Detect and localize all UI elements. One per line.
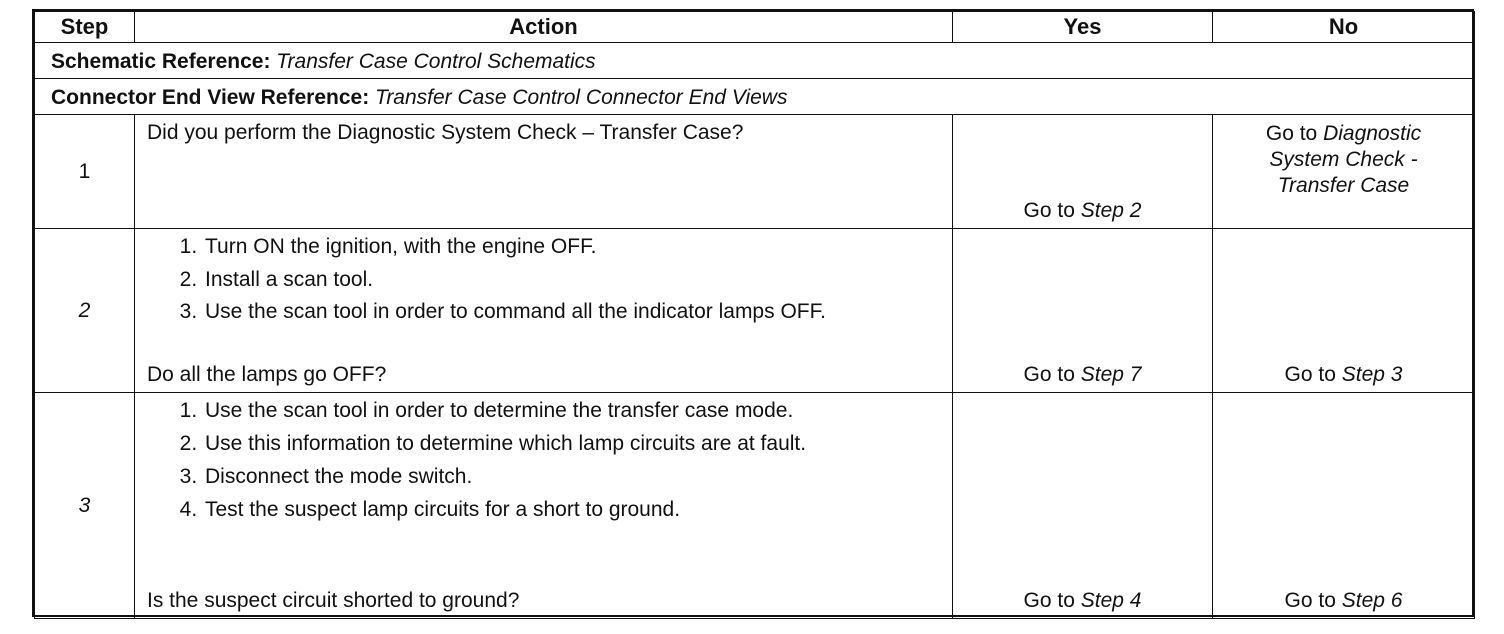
schematic-reference-label: Schematic Reference: <box>51 49 271 73</box>
list-item: Use the scan tool in order to determine … <box>203 398 942 424</box>
instruction-list: Turn ON the ignition, with the engine OF… <box>147 234 942 331</box>
no-target-link-line3[interactable]: Transfer Case <box>1277 174 1410 197</box>
step-number: 3 <box>34 392 135 619</box>
action-cell: Turn ON the ignition, with the engine OF… <box>134 228 953 393</box>
no-prefix: Go to <box>1284 589 1342 612</box>
yes-cell: Go to Step 2 <box>952 114 1213 229</box>
yes-target-link[interactable]: Step 7 <box>1080 363 1142 386</box>
yes-target-link[interactable]: Step 2 <box>1080 199 1142 222</box>
action-cell: Did you perform the Diagnostic System Ch… <box>134 114 953 229</box>
no-cell: Go to Diagnostic System Check - Transfer… <box>1212 114 1475 229</box>
schematic-reference-value: Transfer Case Control Schematics <box>276 49 596 73</box>
list-item: Turn ON the ignition, with the engine OF… <box>203 234 942 260</box>
table-row: 3 Use the scan tool in order to determin… <box>34 392 1475 619</box>
no-cell: Go to Step 3 <box>1212 228 1475 393</box>
question-text: Did you perform the Diagnostic System Ch… <box>147 121 744 144</box>
connector-reference: Connector End View Reference: Transfer C… <box>34 78 1475 115</box>
connector-reference-value: Transfer Case Control Connector End View… <box>375 85 788 109</box>
yes-prefix: Go to <box>1023 589 1081 612</box>
header-row: Step Action Yes No <box>34 11 1475 43</box>
header-step: Step <box>34 11 135 43</box>
yes-cell: Go to Step 4 <box>952 392 1213 619</box>
no-target-link[interactable]: Step 6 <box>1341 589 1403 612</box>
list-item: Disconnect the mode switch. <box>203 464 942 490</box>
table-row: 1 Did you perform the Diagnostic System … <box>34 114 1475 229</box>
no-target-link-line1[interactable]: Diagnostic <box>1323 122 1422 145</box>
question-text: Is the suspect circuit shorted to ground… <box>147 589 520 612</box>
header-no: No <box>1212 11 1475 43</box>
action-cell: Use the scan tool in order to determine … <box>134 392 953 619</box>
yes-prefix: Go to <box>1023 199 1081 222</box>
header-yes: Yes <box>952 11 1213 43</box>
yes-prefix: Go to <box>1023 363 1081 386</box>
yes-target-link[interactable]: Step 4 <box>1080 589 1142 612</box>
no-prefix: Go to <box>1284 363 1342 386</box>
schematic-reference-row: Schematic Reference: Transfer Case Contr… <box>34 42 1475 79</box>
list-item: Use this information to determine which … <box>203 431 942 457</box>
yes-cell: Go to Step 7 <box>952 228 1213 393</box>
list-item: Test the suspect lamp circuits for a sho… <box>203 497 942 523</box>
diagnostic-table: Step Action Yes No Schematic Reference: … <box>34 11 1475 619</box>
no-prefix: Go to <box>1265 122 1324 145</box>
step-number: 1 <box>34 114 135 229</box>
connector-reference-row: Connector End View Reference: Transfer C… <box>34 78 1475 115</box>
no-target-link-line2[interactable]: System Check - <box>1269 148 1418 171</box>
schematic-reference: Schematic Reference: Transfer Case Contr… <box>34 42 1475 79</box>
step-number: 2 <box>34 228 135 393</box>
question-text: Do all the lamps go OFF? <box>147 363 387 386</box>
list-item: Install a scan tool. <box>203 267 942 293</box>
connector-reference-label: Connector End View Reference: <box>51 85 370 109</box>
instruction-list: Use the scan tool in order to determine … <box>147 398 942 530</box>
diagnostic-table-sheet: Step Action Yes No Schematic Reference: … <box>32 9 1475 619</box>
table-row: 2 Turn ON the ignition, with the engine … <box>34 228 1475 393</box>
header-action: Action <box>134 11 953 43</box>
list-item: Use the scan tool in order to command al… <box>203 300 942 324</box>
no-target-link[interactable]: Step 3 <box>1341 363 1403 386</box>
no-cell: Go to Step 6 <box>1212 392 1475 619</box>
